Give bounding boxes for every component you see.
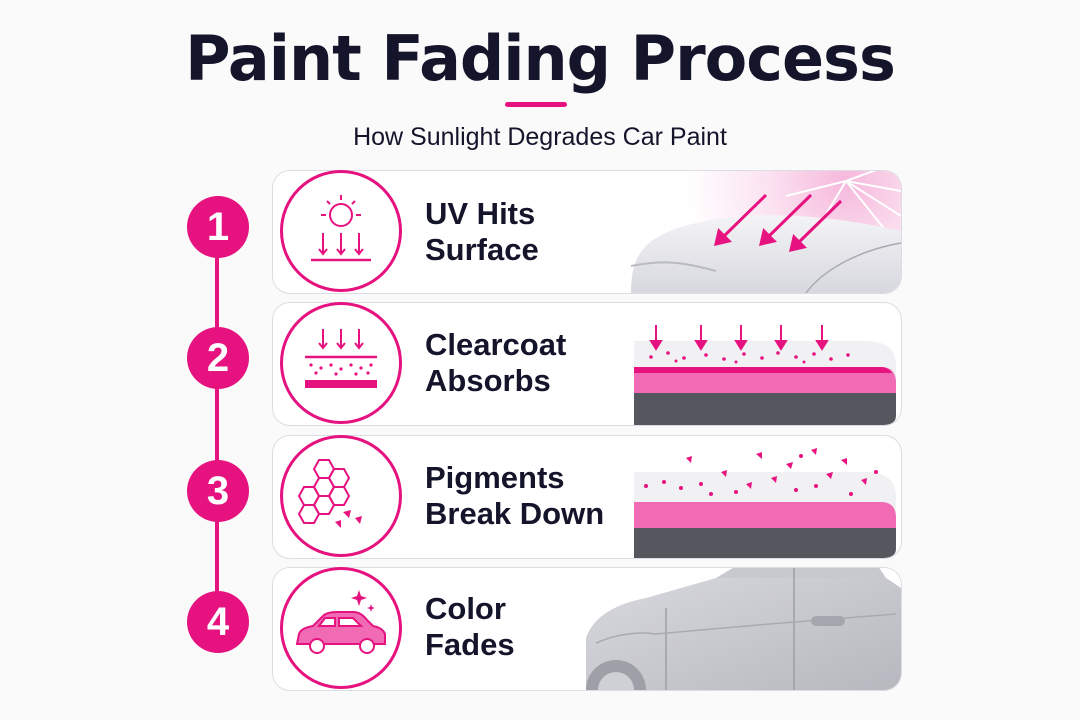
step-label-3: Pigments Break Down bbox=[425, 460, 625, 532]
step-card-1 bbox=[272, 170, 902, 294]
step-label-2-line1: Clearcoat bbox=[425, 327, 567, 362]
faded-car-illustration bbox=[576, 568, 901, 690]
clearcoat-layers-illustration bbox=[626, 303, 901, 425]
step-label-4-line1: Color bbox=[425, 591, 506, 626]
step-label-4-line2: Fades bbox=[425, 627, 515, 662]
pigment-breakdown-illustration bbox=[626, 436, 901, 558]
step-label-2: Clearcoat Absorbs bbox=[425, 327, 625, 399]
step-label-2-line2: Absorbs bbox=[425, 363, 551, 398]
sun-rays-icon bbox=[280, 170, 402, 292]
title-accent-bar bbox=[505, 102, 567, 107]
page-title: Paint Fading Process bbox=[185, 22, 896, 95]
step-label-4: Color Fades bbox=[425, 591, 625, 663]
page-subtitle: How Sunlight Degrades Car Paint bbox=[353, 123, 727, 151]
step-number-1: 1 bbox=[187, 196, 249, 258]
step-label-1-line2: Surface bbox=[425, 232, 539, 267]
step-label-1-line1: UV Hits bbox=[425, 196, 536, 231]
uv-hood-illustration bbox=[626, 171, 901, 293]
step-number-3: 3 bbox=[187, 460, 249, 522]
step-label-1: UV Hits Surface bbox=[425, 196, 625, 268]
timeline-connector bbox=[215, 230, 219, 600]
step-number-4: 4 bbox=[187, 591, 249, 653]
step-label-3-line2: Break Down bbox=[425, 496, 605, 531]
step-number-2: 2 bbox=[187, 327, 249, 389]
step-label-3-line1: Pigments bbox=[425, 460, 565, 495]
layer-absorb-icon bbox=[280, 302, 402, 424]
car-sparkle-icon bbox=[280, 567, 402, 689]
hexagon-breakdown-icon bbox=[280, 435, 402, 557]
